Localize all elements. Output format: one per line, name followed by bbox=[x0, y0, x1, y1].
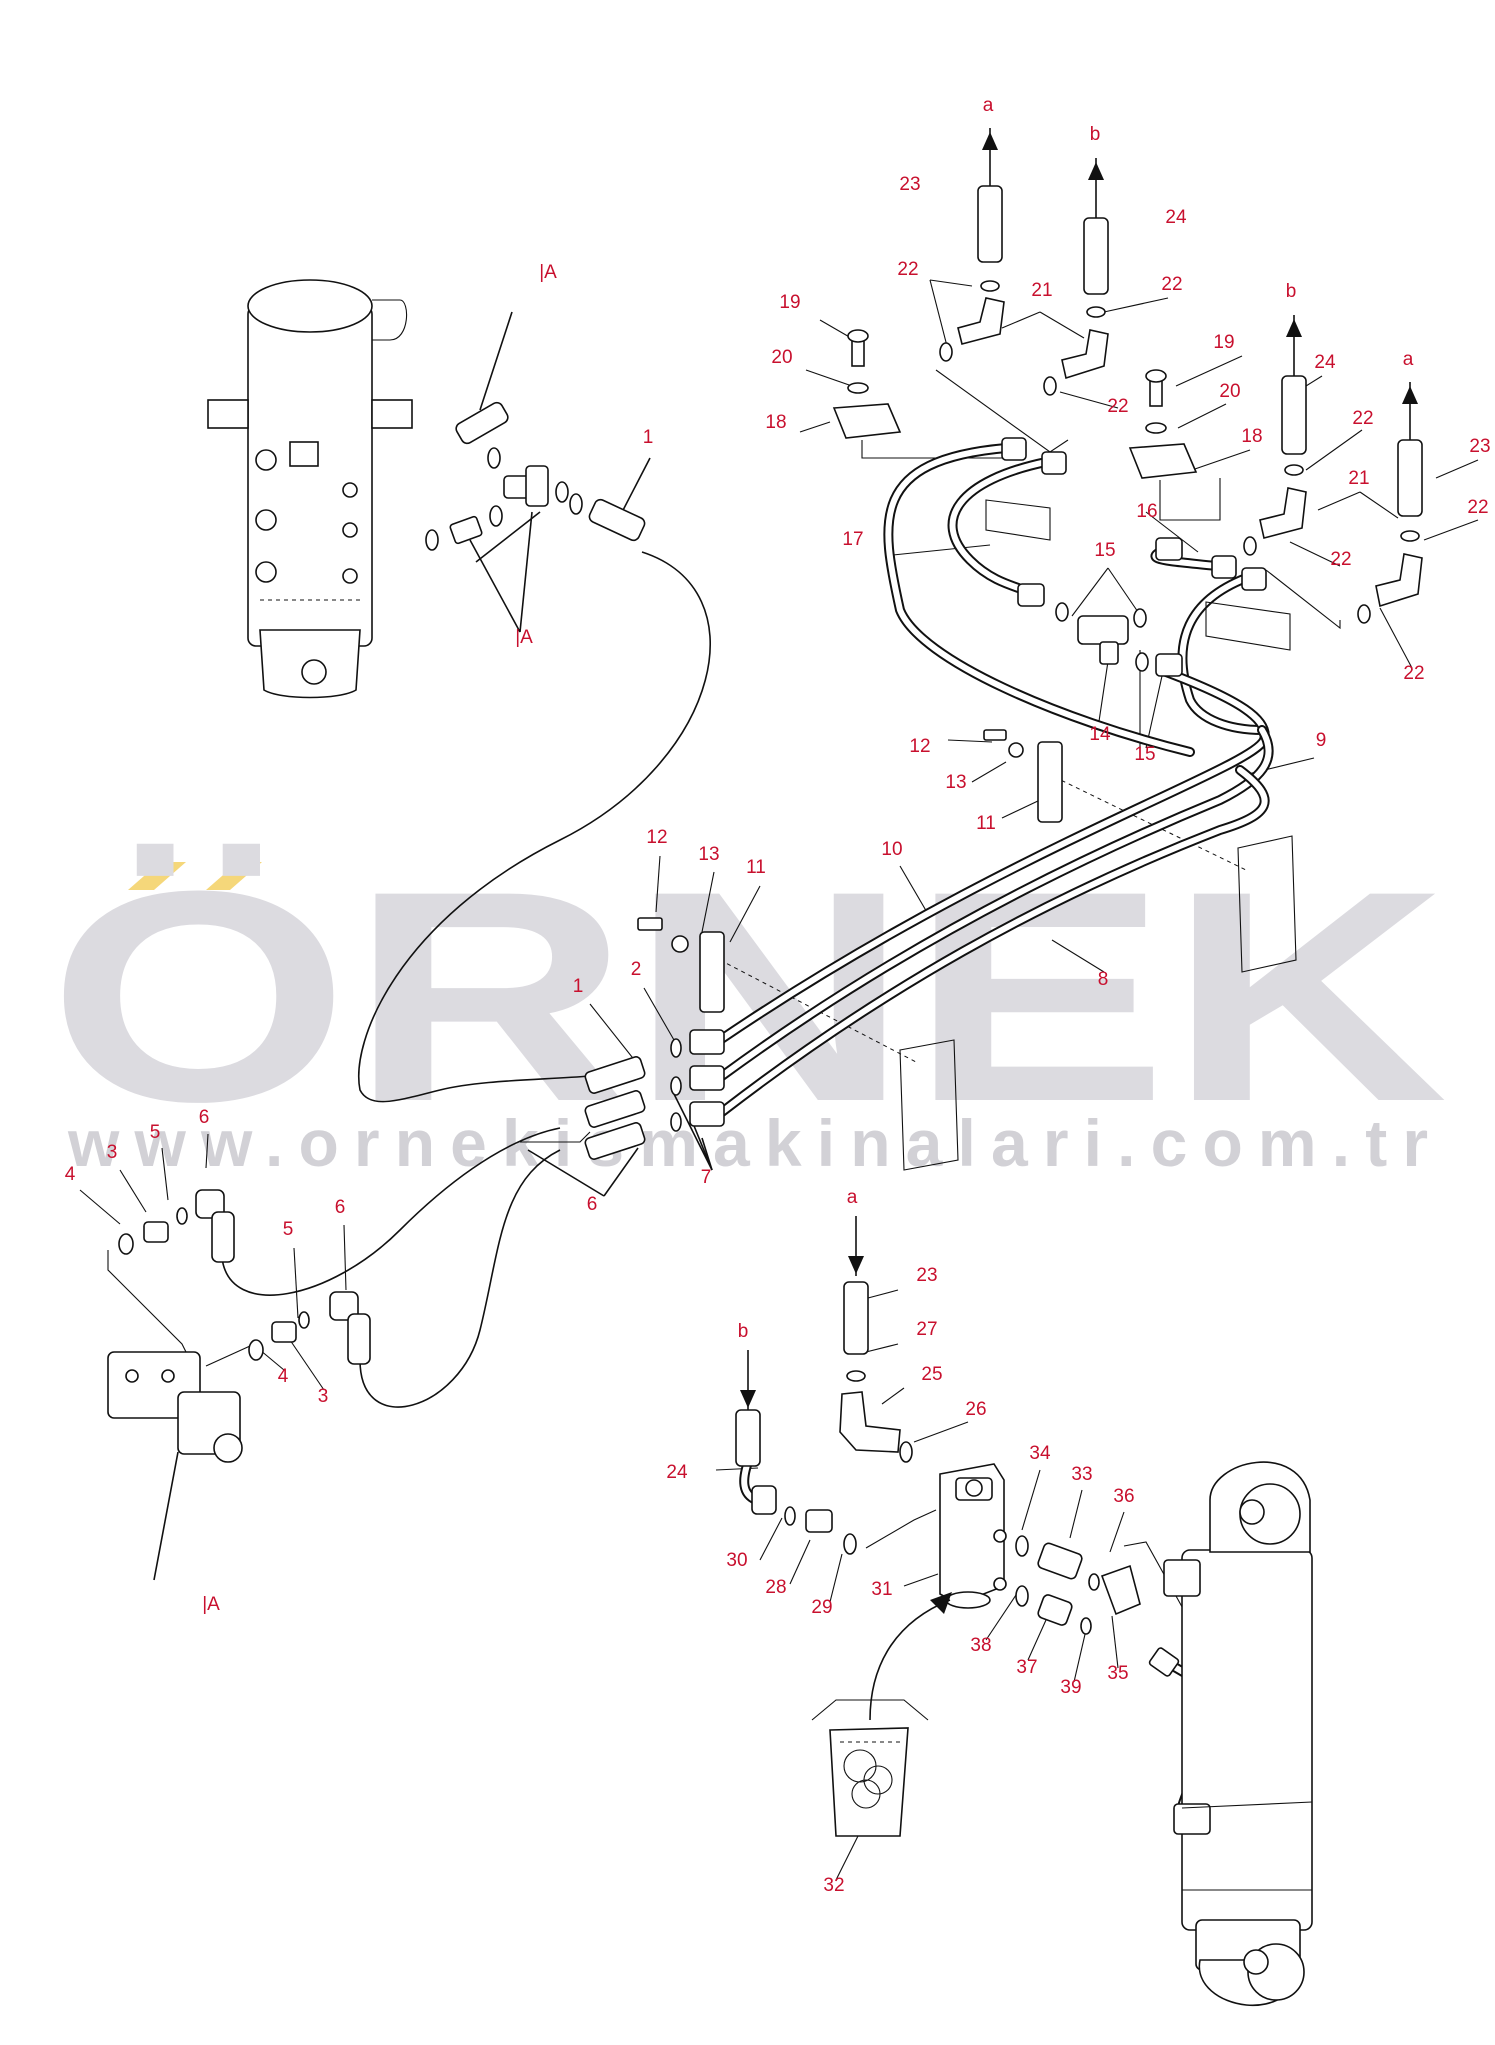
callout-label-c-2: 2 bbox=[631, 959, 642, 980]
callout-label-c-17: 17 bbox=[842, 529, 863, 550]
callout-label-c-8: 8 bbox=[1098, 969, 1109, 990]
callout-label-c-4b: 4 bbox=[278, 1366, 289, 1387]
watermark-umlaut-right bbox=[206, 862, 262, 890]
middle-clamps bbox=[584, 729, 1297, 1171]
callout-label-c-26: 26 bbox=[965, 1399, 986, 1420]
callout-label-c-9: 9 bbox=[1316, 730, 1327, 751]
callout-label-c-6c: 6 bbox=[587, 1194, 598, 1215]
callout-label-c-12a: 12 bbox=[646, 827, 667, 848]
callout-label-c-15b: 15 bbox=[1134, 744, 1155, 765]
watermark-url: www.ornekismakinalari.com.tr bbox=[67, 1106, 1428, 1180]
callout-label-c-35: 35 bbox=[1107, 1663, 1128, 1684]
hoses bbox=[221, 443, 1274, 1825]
callout-label-c-13a: 13 bbox=[698, 844, 719, 865]
callout-label-c-24a: 24 bbox=[1165, 207, 1187, 228]
callout-label-c-27: 27 bbox=[916, 1319, 937, 1340]
callout-label-c-21b: 21 bbox=[1348, 468, 1369, 489]
callout-label-c-22d: 22 bbox=[1352, 408, 1373, 429]
callout-label-c-A3: |A bbox=[202, 1594, 220, 1615]
callout-label-c-23c: 23 bbox=[916, 1265, 937, 1286]
callout-label-c-25: 25 bbox=[921, 1364, 942, 1385]
callout-label-c-23b: 23 bbox=[1469, 436, 1490, 457]
callout-label-c-A2: |A bbox=[515, 627, 533, 648]
callout-label-c-5a: 5 bbox=[150, 1122, 161, 1143]
callout-label-c-34: 34 bbox=[1029, 1443, 1051, 1464]
callout-label-c-30: 30 bbox=[726, 1550, 747, 1571]
callout-label-c-3a: 3 bbox=[107, 1142, 118, 1163]
callout-label-c-b1: b bbox=[1090, 124, 1101, 145]
valve-block-and-cylinder bbox=[735, 1216, 1313, 2007]
callout-label-c-6a: 6 bbox=[199, 1107, 210, 1128]
callout-label-c-22f: 22 bbox=[1467, 497, 1488, 518]
callout-label-c-10: 10 bbox=[881, 839, 902, 860]
pilot-valve-assembly bbox=[207, 279, 646, 699]
watermark-umlaut-left bbox=[128, 862, 186, 890]
callout-label-c-A1: |A bbox=[539, 262, 557, 283]
callout-label-c-16: 16 bbox=[1136, 501, 1157, 522]
callout-label-c-37: 37 bbox=[1016, 1657, 1037, 1678]
callout-label-c-1a: 1 bbox=[643, 427, 654, 448]
callout-label-c-b3: b bbox=[738, 1321, 749, 1342]
callout-label-c-13b: 13 bbox=[945, 772, 966, 793]
callout-label-c-22c: 22 bbox=[1107, 396, 1128, 417]
callout-label-c-14: 14 bbox=[1089, 724, 1111, 745]
callout-label-c-18a: 18 bbox=[765, 412, 786, 433]
callout-label-c-b2: b bbox=[1286, 281, 1297, 302]
watermark-brand: ÖRNEK bbox=[48, 828, 1448, 1164]
callout-label-c-a1: a bbox=[983, 95, 994, 116]
callout-label-c-19a: 19 bbox=[779, 292, 800, 313]
callout-label-c-6b: 6 bbox=[335, 1197, 346, 1218]
callout-label-c-22g: 22 bbox=[1403, 663, 1424, 684]
callout-label-c-20a: 20 bbox=[771, 347, 792, 368]
callout-label-c-3b: 3 bbox=[318, 1386, 329, 1407]
callout-label-c-38: 38 bbox=[970, 1635, 991, 1656]
callout-label-c-24b: 24 bbox=[1314, 352, 1336, 373]
callout-label-c-24c: 24 bbox=[666, 1462, 688, 1483]
callout-label-c-21a: 21 bbox=[1031, 280, 1052, 301]
upper-fittings bbox=[832, 128, 1423, 677]
callout-label-c-a3: a bbox=[847, 1187, 858, 1208]
callout-label-c-18b: 18 bbox=[1241, 426, 1262, 447]
callout-label-c-23a: 23 bbox=[899, 174, 920, 195]
callout-label-c-39: 39 bbox=[1060, 1677, 1081, 1698]
callout-label-c-28: 28 bbox=[765, 1577, 786, 1598]
callout-label-c-32: 32 bbox=[823, 1875, 844, 1896]
callout-label-c-11a: 11 bbox=[746, 857, 766, 878]
callout-label-c-12b: 12 bbox=[909, 736, 930, 757]
callout-label-c-5b: 5 bbox=[283, 1219, 294, 1240]
solenoid-valve bbox=[107, 1189, 371, 1463]
callout-label-c-7: 7 bbox=[701, 1167, 712, 1188]
callout-label-c-22e: 22 bbox=[1330, 549, 1351, 570]
callout-label-c-31: 31 bbox=[871, 1579, 892, 1600]
callout-label-c-33: 33 bbox=[1071, 1464, 1092, 1485]
callout-label-c-a2: a bbox=[1403, 349, 1414, 370]
callout-label-c-29: 29 bbox=[811, 1597, 832, 1618]
callout-label-c-1b: 1 bbox=[573, 976, 584, 997]
watermark: ÖRNEK www.ornekismakinalari.com.tr bbox=[48, 828, 1448, 1180]
callout-label-c-11b: 11 bbox=[976, 813, 996, 834]
callout-label-c-22b: 22 bbox=[1161, 274, 1182, 295]
callout-label-c-20b: 20 bbox=[1219, 381, 1240, 402]
callout-label-c-19b: 19 bbox=[1213, 332, 1234, 353]
callout-label-c-36: 36 bbox=[1113, 1486, 1134, 1507]
callout-label-c-4a: 4 bbox=[65, 1164, 76, 1185]
callout-label-c-15a: 15 bbox=[1094, 540, 1115, 561]
callout-label-c-22a: 22 bbox=[897, 259, 918, 280]
